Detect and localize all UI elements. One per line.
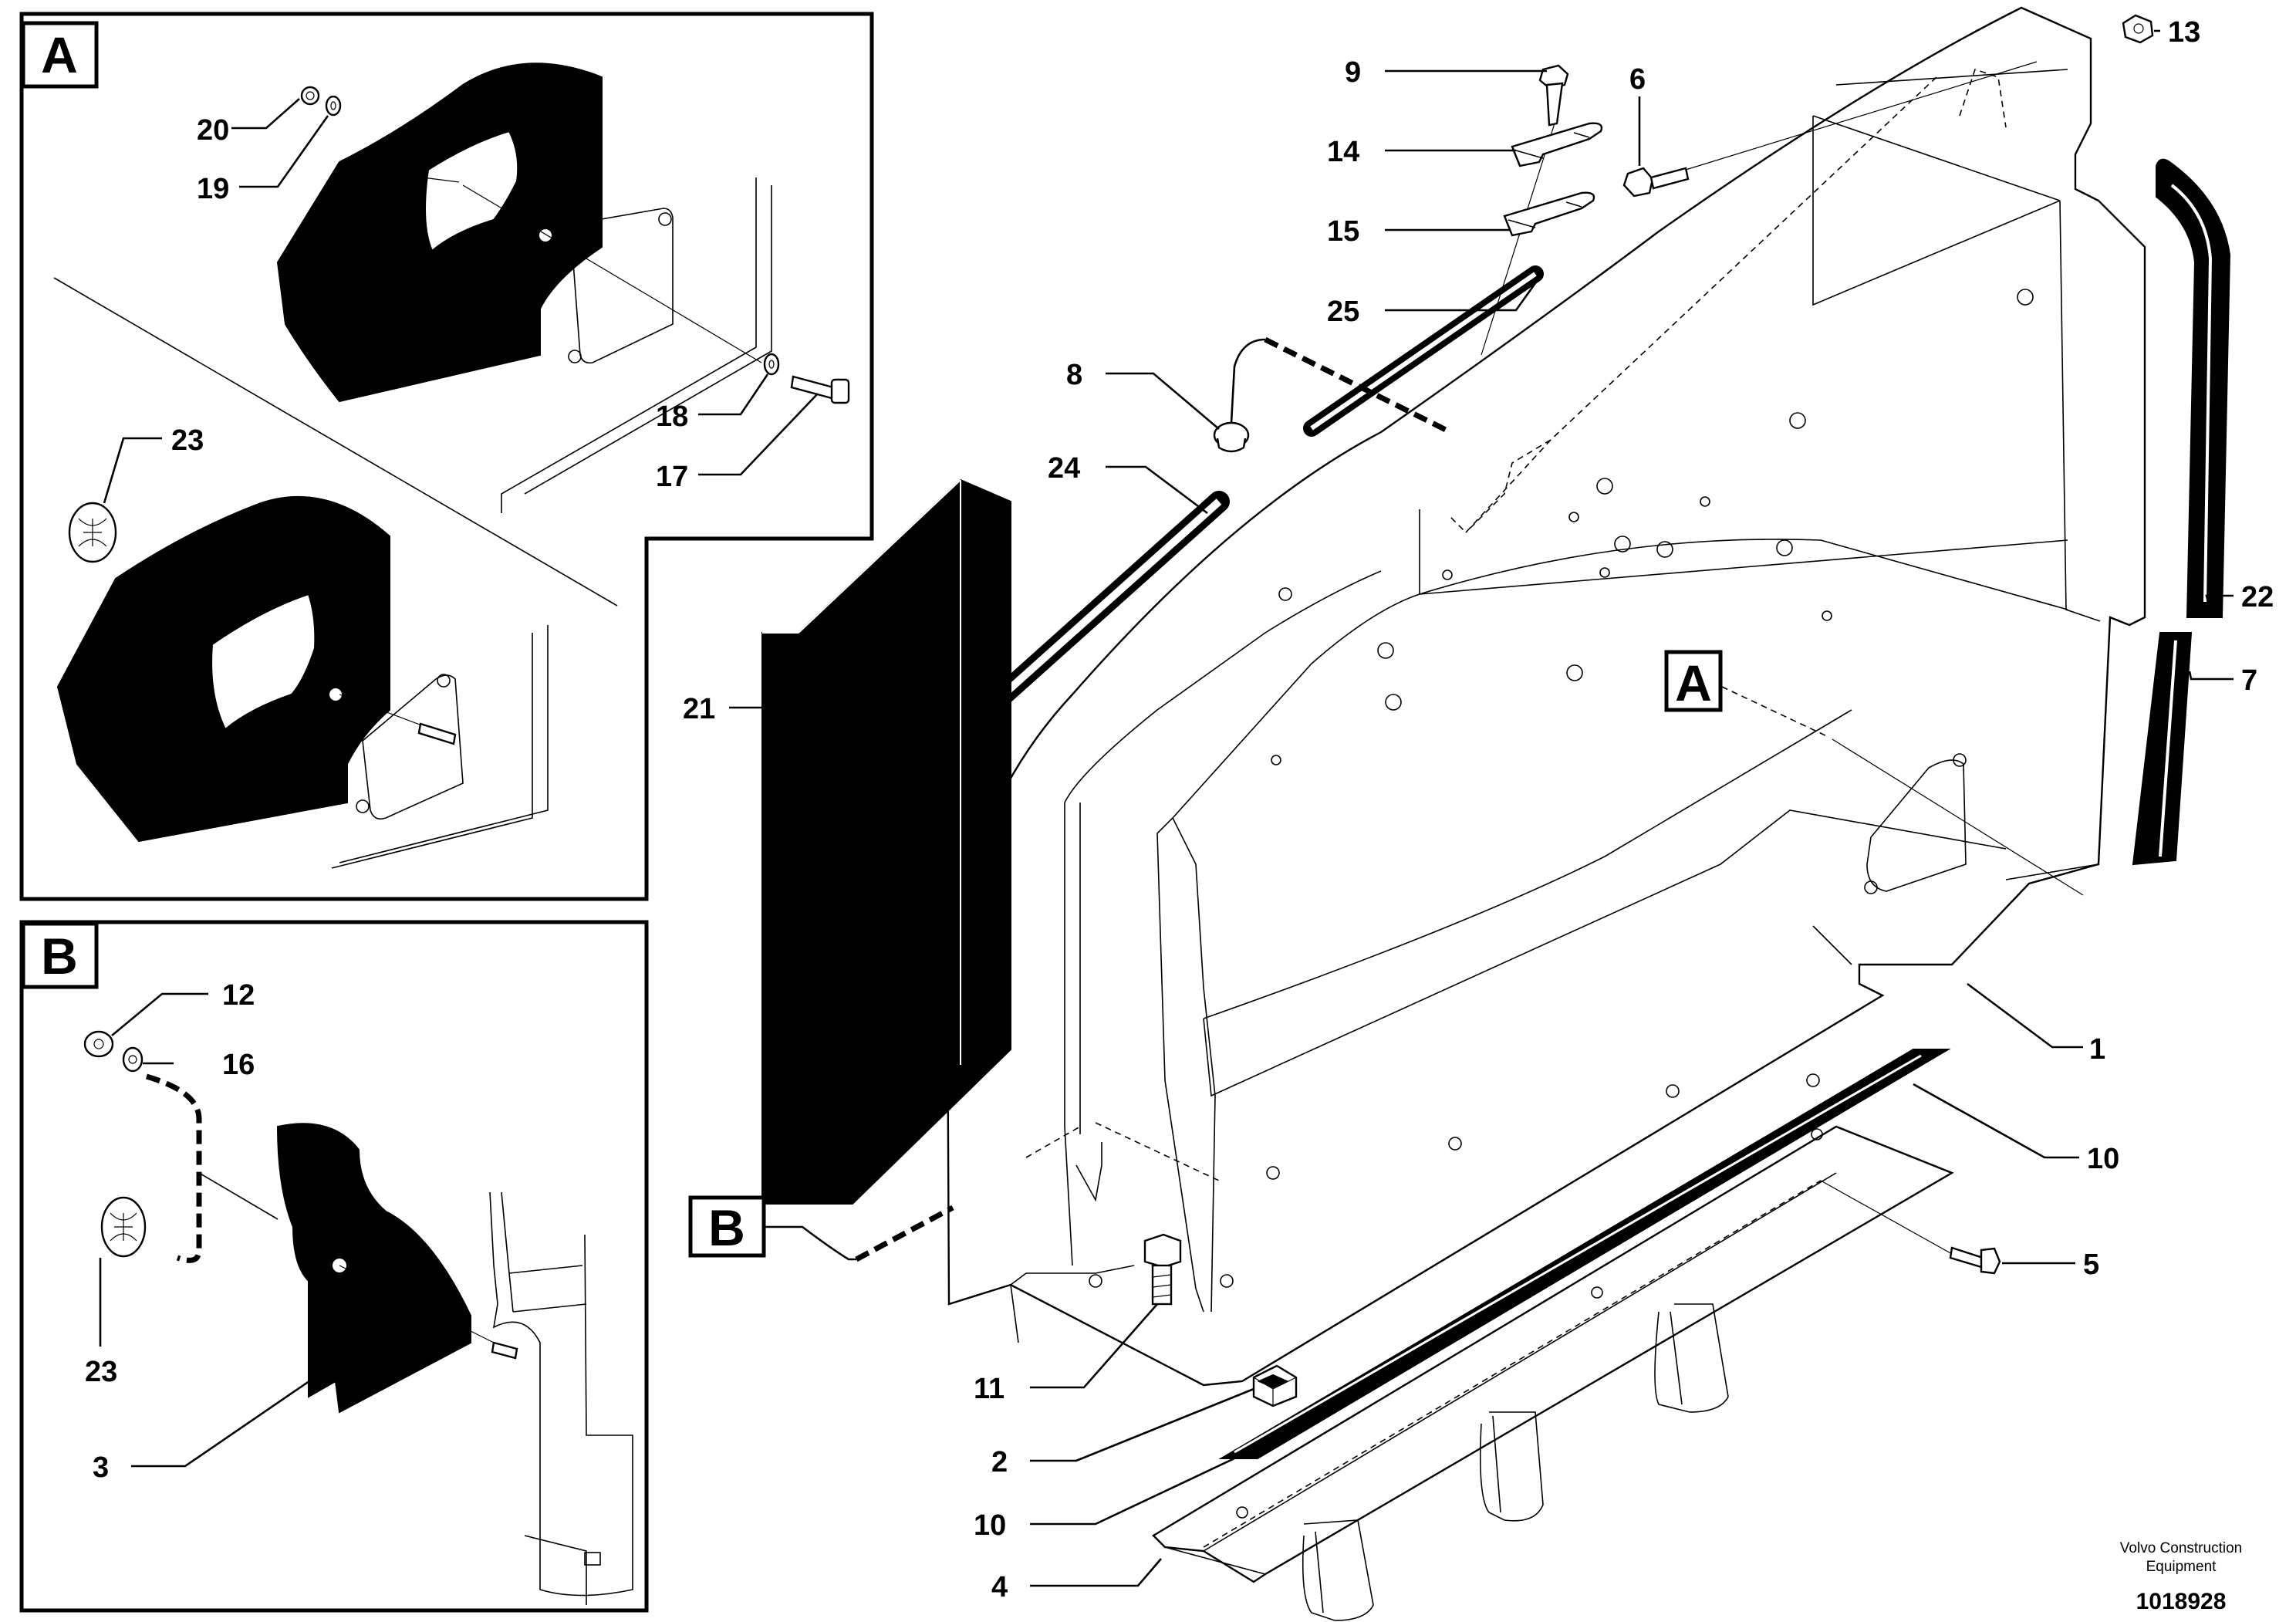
callout-13: 13 <box>2168 16 2200 49</box>
callout-24: 24 <box>1048 452 1080 485</box>
callout-4: 4 <box>991 1571 1008 1603</box>
clip-23-detail-b <box>100 1196 147 1258</box>
frame-mounting-bosses <box>1089 289 2034 1288</box>
bolt-5 <box>1949 1246 2001 1275</box>
clip-15 <box>1503 191 1595 237</box>
callout-8: 8 <box>1066 359 1082 391</box>
footer: Volvo Construction Equipment 1018928 <box>2120 1540 2242 1614</box>
nut-12 <box>83 1030 114 1058</box>
detail-a-letter: A <box>41 26 78 83</box>
callout-10-lower: 10 <box>974 1509 1006 1542</box>
bolt-9 <box>1538 64 1569 127</box>
callout-7: 7 <box>2241 664 2257 697</box>
callout-22: 22 <box>2241 581 2274 613</box>
bolt-11 <box>1143 1233 1182 1306</box>
callout-6: 6 <box>1629 63 1646 96</box>
callout-11: 11 <box>974 1373 1004 1405</box>
callout-5: 5 <box>2083 1249 2099 1281</box>
bracket-4 <box>1152 1125 1954 1621</box>
washer-19 <box>325 95 342 117</box>
callout-10-upper: 10 <box>2087 1143 2119 1175</box>
main-assembly-view: A B 13 9 6 14 15 <box>683 6 2274 1621</box>
section-mark-b: B <box>688 1195 954 1262</box>
clip-2 <box>1252 1364 1298 1407</box>
section-mark-a-letter: A <box>1675 654 1712 711</box>
nut-20 <box>300 86 320 106</box>
callout-20: 20 <box>197 114 229 147</box>
detail-a-panel: A <box>19 12 874 901</box>
callout-16: 16 <box>222 1049 255 1081</box>
callout-17: 17 <box>656 461 688 493</box>
nut-13 <box>2122 14 2154 44</box>
callout-23-detail-b: 23 <box>85 1356 117 1388</box>
screw-stud-detail-a <box>417 722 457 745</box>
detail-b-panel: B 12 16 23 3 <box>19 920 649 1613</box>
clip-23-detail-a <box>68 502 117 563</box>
screw-stud-detail-b <box>491 1341 518 1360</box>
plug-8 <box>1213 421 1250 453</box>
section-mark-a: A <box>1664 650 2084 896</box>
bolt-17 <box>790 375 850 404</box>
seal-strip-10 <box>1218 1049 1951 1459</box>
seal-strip-22 <box>2156 158 2231 618</box>
footer-company-line2: Equipment <box>2146 1559 2217 1575</box>
callout-18: 18 <box>656 400 688 433</box>
section-mark-b-letter: B <box>708 1199 745 1256</box>
callout-14: 14 <box>1327 136 1359 168</box>
clip-14 <box>1511 122 1603 167</box>
callout-12: 12 <box>222 979 255 1012</box>
seal-strip-25 <box>1303 265 1544 437</box>
drawing-number: 1018928 <box>2136 1589 2227 1614</box>
callout-9: 9 <box>1345 56 1361 89</box>
foam-block-21 <box>761 478 1011 1205</box>
detail-b-letter: B <box>41 928 78 985</box>
callout-3: 3 <box>93 1451 109 1484</box>
callout-19: 19 <box>197 173 229 205</box>
washer-16 <box>122 1046 144 1073</box>
callout-25: 25 <box>1327 296 1359 328</box>
seal-strip-7 <box>2132 632 2193 866</box>
callout-15: 15 <box>1327 215 1359 248</box>
footer-company-line1: Volvo Construction <box>2120 1540 2242 1556</box>
bolt-6 <box>1622 167 1690 198</box>
washer-18 <box>763 353 780 376</box>
callout-21: 21 <box>683 693 715 725</box>
callout-23-detail-a: 23 <box>171 424 204 457</box>
callout-1: 1 <box>2089 1033 2105 1066</box>
callout-2: 2 <box>991 1446 1008 1478</box>
